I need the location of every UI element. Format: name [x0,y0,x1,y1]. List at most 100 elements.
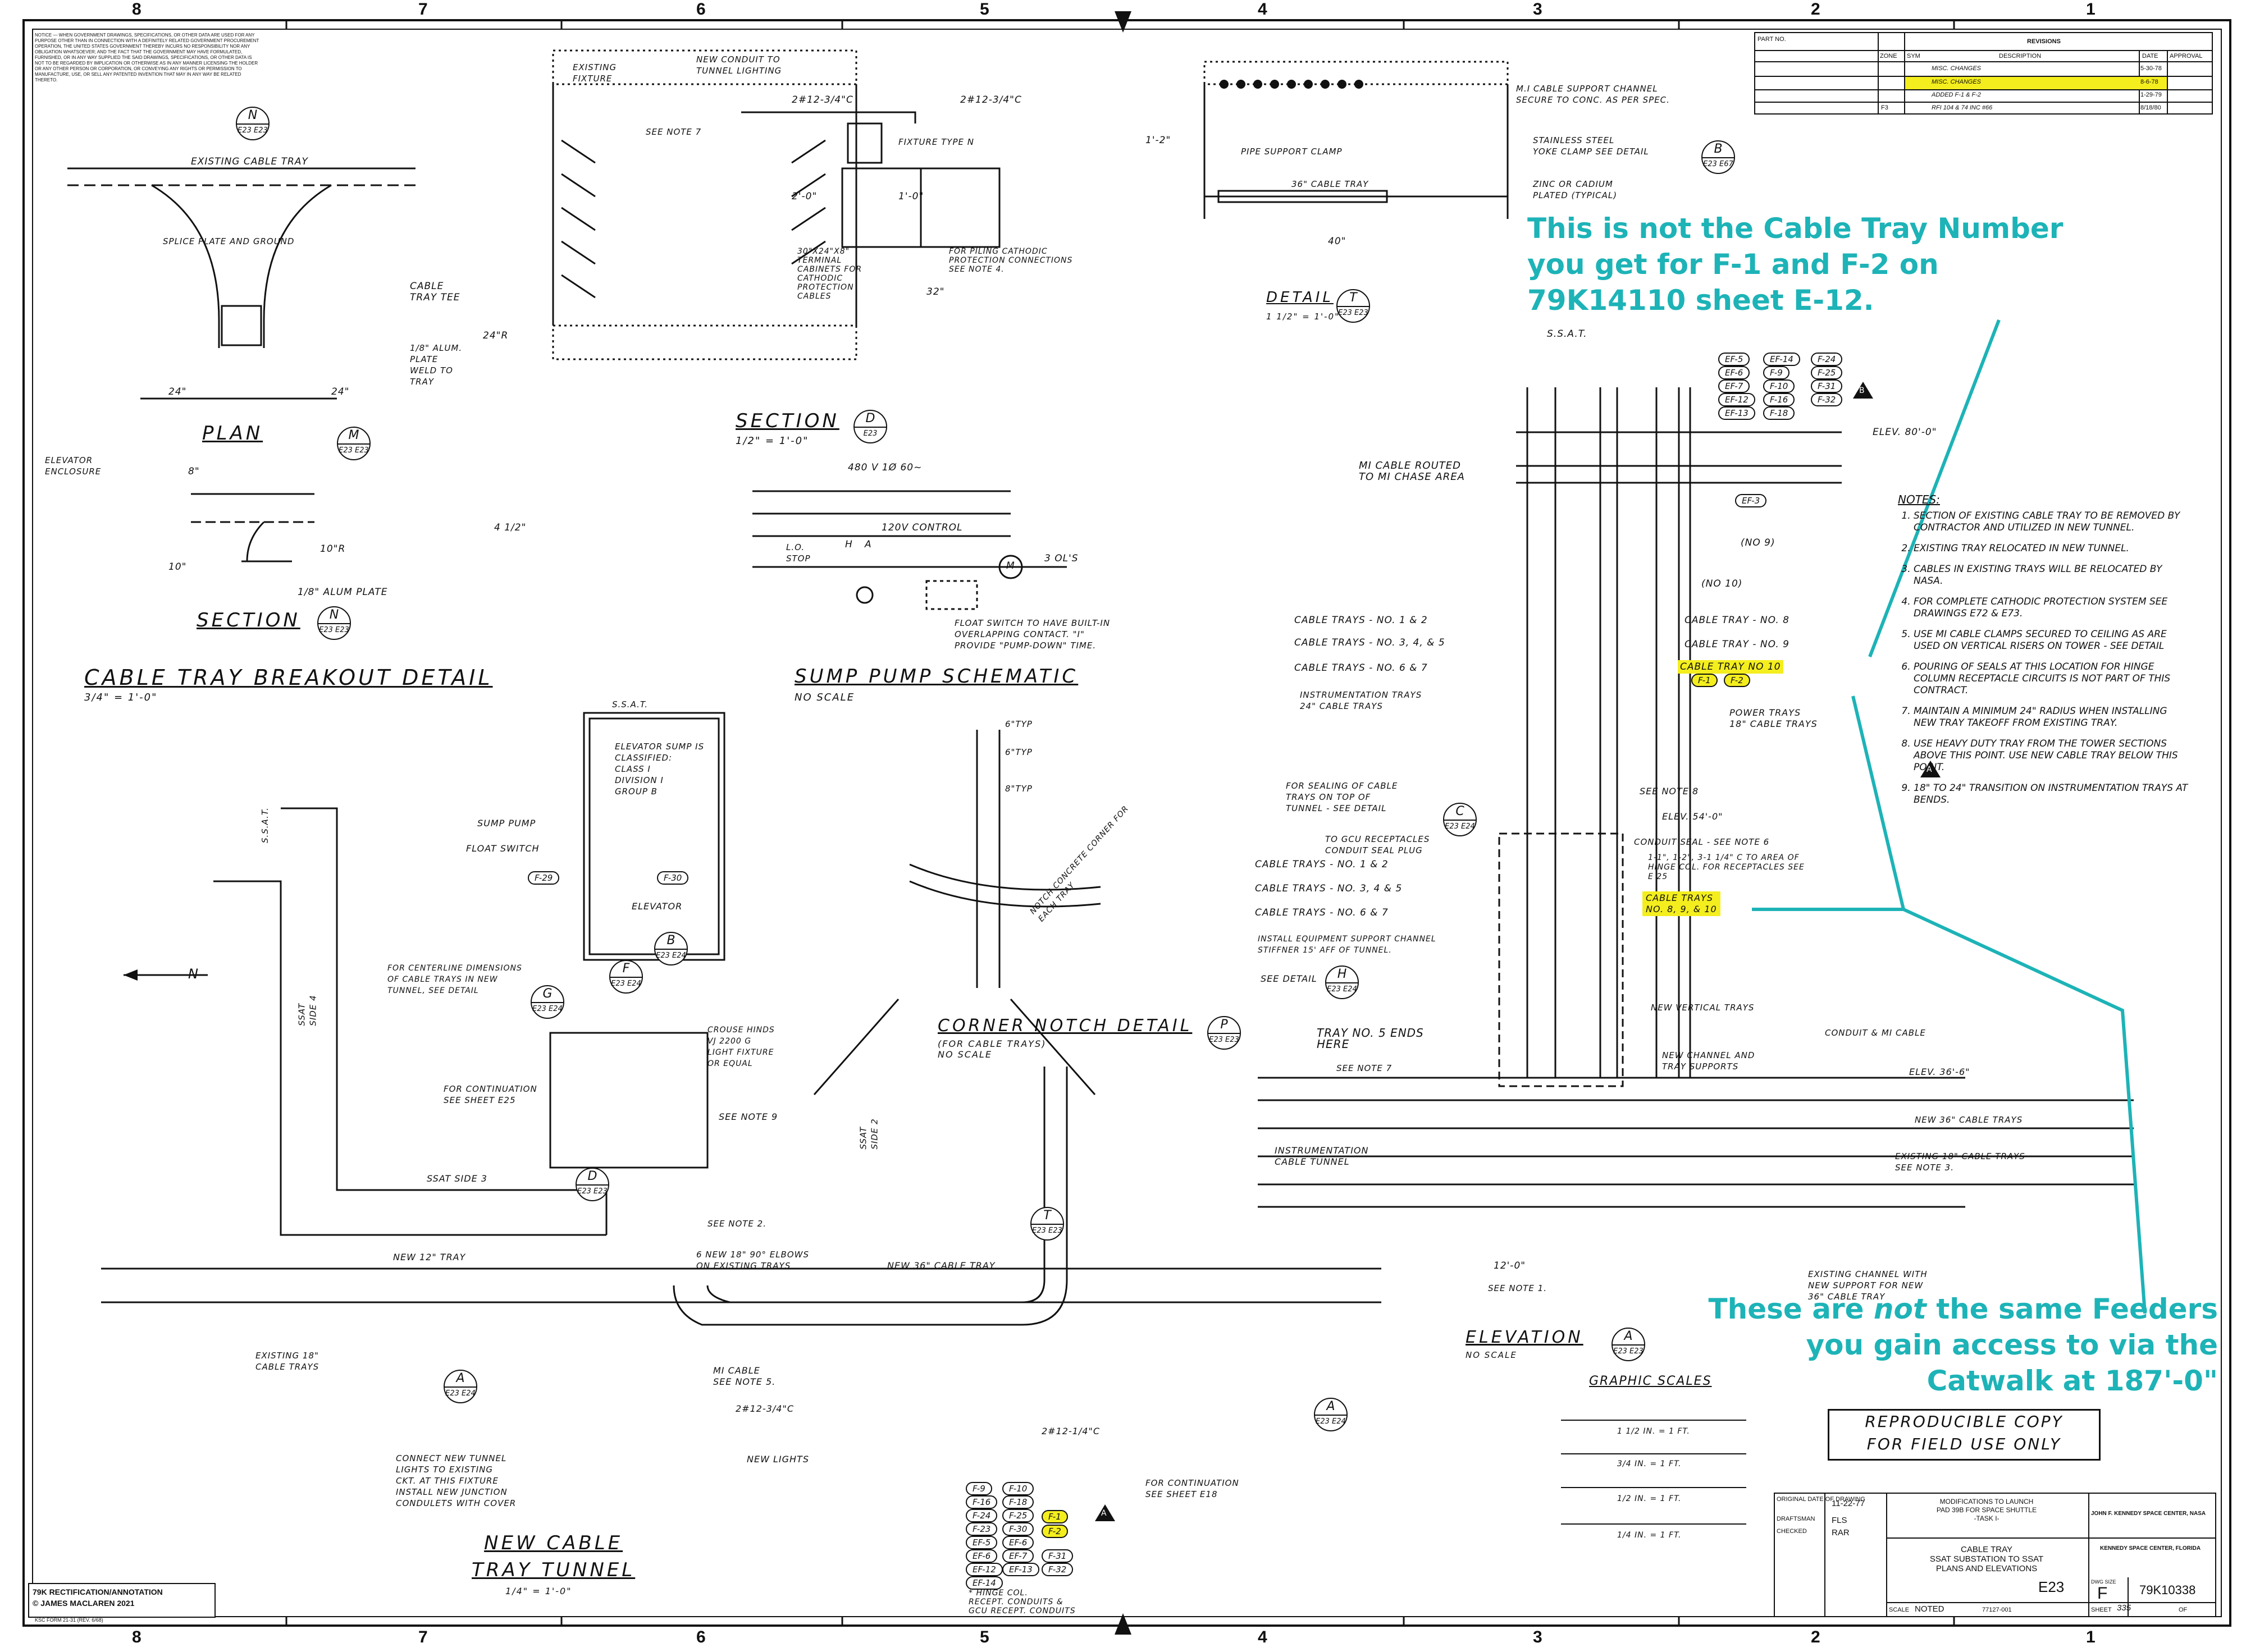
center-arrow-bottom [1115,1613,1131,1635]
elevation-see-note-1: SEE NOTE 1. [1488,1283,1547,1293]
alum-plate-label: 1/8" ALUM. PLATE WELD TO TRAY [410,343,463,387]
see-note-7-label: SEE NOTE 7 [646,127,702,137]
feeder-tag: F-10 [1763,379,1795,393]
revision-triangle-icon: A [1095,1504,1115,1521]
drawing-title: CABLE TRAY SSAT SUBSTATION TO SSAT PLANS… [1929,1545,2044,1573]
no10-label: (No 10) [1701,578,1743,589]
sheet-of-label: OF [2179,1607,2188,1613]
form-number: KSC FORM 21-31 (REV. 6/68) [35,1617,103,1623]
feeder-tag: EF-5 [966,1536,998,1549]
note-item: POURING OF SEALS AT THIS LOCATION FOR HI… [1914,661,2190,697]
rev-col-sym: SYM [1907,53,1920,60]
feeder-tag: EF-14 [1763,353,1800,366]
breakout-detail-scale: 3/4" = 1'-0" [84,692,158,703]
lower-trays-6-7-label: CABLE TRAYS - No. 6 & 7 [1255,907,1389,918]
f1-tag-highlighted: F-1 [1691,674,1718,687]
sump-pump-schematic-title: SUMP PUMP SCHEMATIC [795,665,1079,688]
feeder-tag: EF-7 [1002,1549,1034,1563]
dim-1ft-2: 1'-2" [1145,135,1171,146]
f30-tag: F-30 [657,871,689,885]
note-item: EXISTING TRAY RELOCATED IN NEW TUNNEL. [1914,543,2190,555]
existing-fixture-label: EXISTING FIXTURE [573,62,617,84]
trays-6-7-label: CABLE TRAYS - No. 6 & 7 [1294,662,1428,674]
revision-triangle-icon: B [1853,382,1873,399]
rev-col-zone: ZONE [1880,53,1897,60]
radius-label: 24"R [483,330,509,341]
feeder-tag: F-25 [1811,366,1843,379]
tunnel-scale: 1/4" = 1'-0" [505,1586,572,1596]
zone-number-bottom: 4 [1258,1628,1267,1646]
center-location: KENNEDY SPACE CENTER, FLORIDA [2100,1545,2201,1552]
zone-number-bottom: 8 [132,1628,141,1646]
note-item: CABLES IN EXISTING TRAYS WILL BE RELOCAT… [1914,564,2190,587]
feeder-tag: F-31 [1811,379,1843,393]
feeder-tag: F-9 [1763,366,1790,379]
title-block-date: 77127-001 [1982,1607,2012,1613]
section-d-title: SECTION [736,410,839,432]
install-support-channel-label: INSTALL EQUIPMENT SUPPORT CHANNEL STIFFN… [1258,935,1436,955]
fixture-type-label: FIXTURE TYPE N [898,137,974,147]
elevation-ssat-label: S.S.A.T. [1547,328,1587,340]
feeder-tag: F-32 [1042,1563,1074,1576]
dim-2ft: 2'-0" [792,191,818,202]
zone-number-top: 5 [980,0,989,19]
new-12-tray-label: NEW 12" TRAY [393,1252,466,1262]
ssat-left-label: S.S.A.T. [260,807,271,844]
dim-4: 4 1/2" [494,522,527,533]
rev-row-description: RFI 104 & 74 INC #66 [1932,104,1993,111]
feeder-tag: F-31 [1042,1549,1074,1563]
rectification-label: 79K RECTIFICATION/ANNOTATION [33,1587,163,1596]
annotation-bottom-callout: These are not the same Feeders you gain … [1656,1291,2218,1399]
zone-number-top: 8 [132,0,141,19]
hinge-column-note: * HINGE COL. RECEPT. CONDUITS & GCU RECE… [969,1589,1076,1616]
feeder-tag: EF-6 [1718,366,1750,379]
government-notice: NOTICE — WHEN GOVERNMENT DRAWINGS, SPECI… [35,33,259,83]
lower-trays-1-2-label: CABLE TRAYS - No. 1 & 2 [1255,859,1389,870]
elev-80-label: ELEV. 80'-0" [1873,427,1937,438]
mi-cable-channel-label: M.I CABLE SUPPORT CHANNEL SECURE TO CONC… [1516,84,1670,105]
float-switch-label: FLOAT SWITCH [466,843,540,854]
scale-4-label: 1/4 IN. = 1 FT. [1617,1531,1682,1540]
dwg-size: F [2097,1584,2108,1603]
see-note-9-label: SEE NOTE 9 [719,1111,778,1122]
elevator-enclosure-label: ELEVATOR ENCLOSURE [45,455,102,477]
zone-number-top: 3 [1533,0,1542,19]
tray-10-label-highlighted: CABLE TRAY No 10 [1678,660,1783,674]
existing-18-trays-label: EXISTING 18" CABLE TRAYS SEE NOTE 3. [1895,1151,2025,1173]
elevation-lines [1258,387,2134,1208]
project-title: MODIFICATIONS TO LAUNCH PAD 39B FOR SPAC… [1936,1498,2037,1522]
control-120v-label: 120V CONTROL [882,522,963,533]
conduit-mi-cable-label: CONDUIT & MI CABLE [1825,1028,1926,1038]
draftsman-label: DRAFTSMAN [1777,1516,1815,1522]
zone-number-bottom: 5 [980,1628,989,1646]
voltage-480-label: 480 V 1Ø 60~ [848,462,923,473]
new-lights-label: NEW LIGHTS [747,1454,809,1465]
typ-6b-label: 6"TYP [1005,747,1033,757]
fixture-detail-lines [552,49,1001,360]
breakout-lines [67,167,416,562]
feeder-tag: F-9 [966,1482,992,1495]
alum-plate-section-label: 1/8" ALUM PLATE [298,587,388,598]
conduit-label-1: 2#12-3/4"C [792,94,853,106]
connect-lights-note: CONNECT NEW TUNNEL LIGHTS TO EXISTING CK… [396,1453,517,1508]
mi-routed-label: MI CABLE ROUTED TO MI CHASE AREA [1359,460,1465,483]
elevator-label: ELEVATOR [632,901,683,912]
dim-12ft: 12'-0" [1494,1260,1526,1271]
annotation-bottom-post: the same Feeders you gain access to via … [1806,1293,2218,1397]
typ-8-label: 8"TYP [1005,784,1033,794]
detail-t-title: DETAIL [1266,289,1334,306]
feeder-tag: F-18 [1002,1495,1034,1509]
feeder-tag: EF-5 [1718,353,1750,366]
elev-54-label: ELEV. 54'-0" [1662,811,1723,822]
rev-col-date: DATE [2142,53,2158,60]
scale-value: NOTED [1915,1604,1944,1614]
